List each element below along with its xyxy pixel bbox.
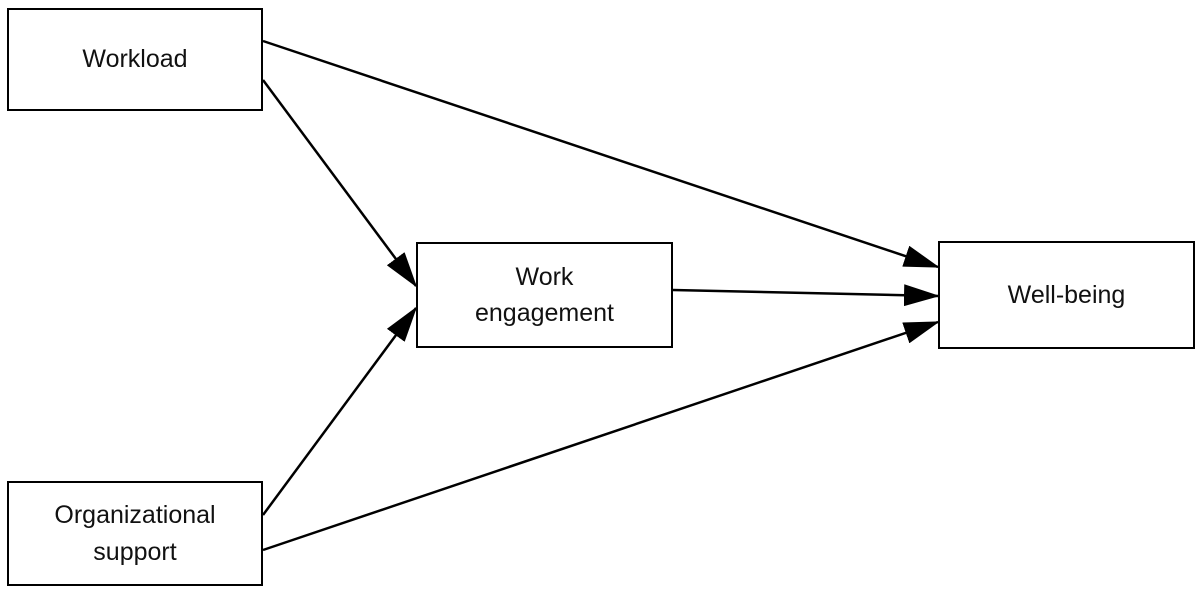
node-workload-label: Workload (82, 45, 188, 74)
node-well-being: Well-being (938, 241, 1195, 349)
edge-workload-to-wellbeing (262, 39, 940, 269)
node-well-being-label: Well-being (1007, 280, 1126, 309)
node-workload: Workload (7, 8, 263, 111)
node-work-engagement-label-line2: engagement (474, 299, 614, 327)
node-work-engagement: Work engagement (416, 242, 673, 348)
edge-engagement-to-wellbeing (672, 284, 940, 307)
node-organizational-support-label-line2: support (93, 537, 177, 566)
node-organizational-support: Organizational support (7, 481, 263, 586)
edge-workload-to-engagement (261, 79, 418, 288)
node-work-engagement-label-line1: Work (515, 262, 574, 291)
edge-support-to-engagement (261, 306, 418, 516)
edge-support-to-wellbeing (262, 320, 940, 552)
node-organizational-support-label-line1: Organizational (54, 501, 216, 530)
